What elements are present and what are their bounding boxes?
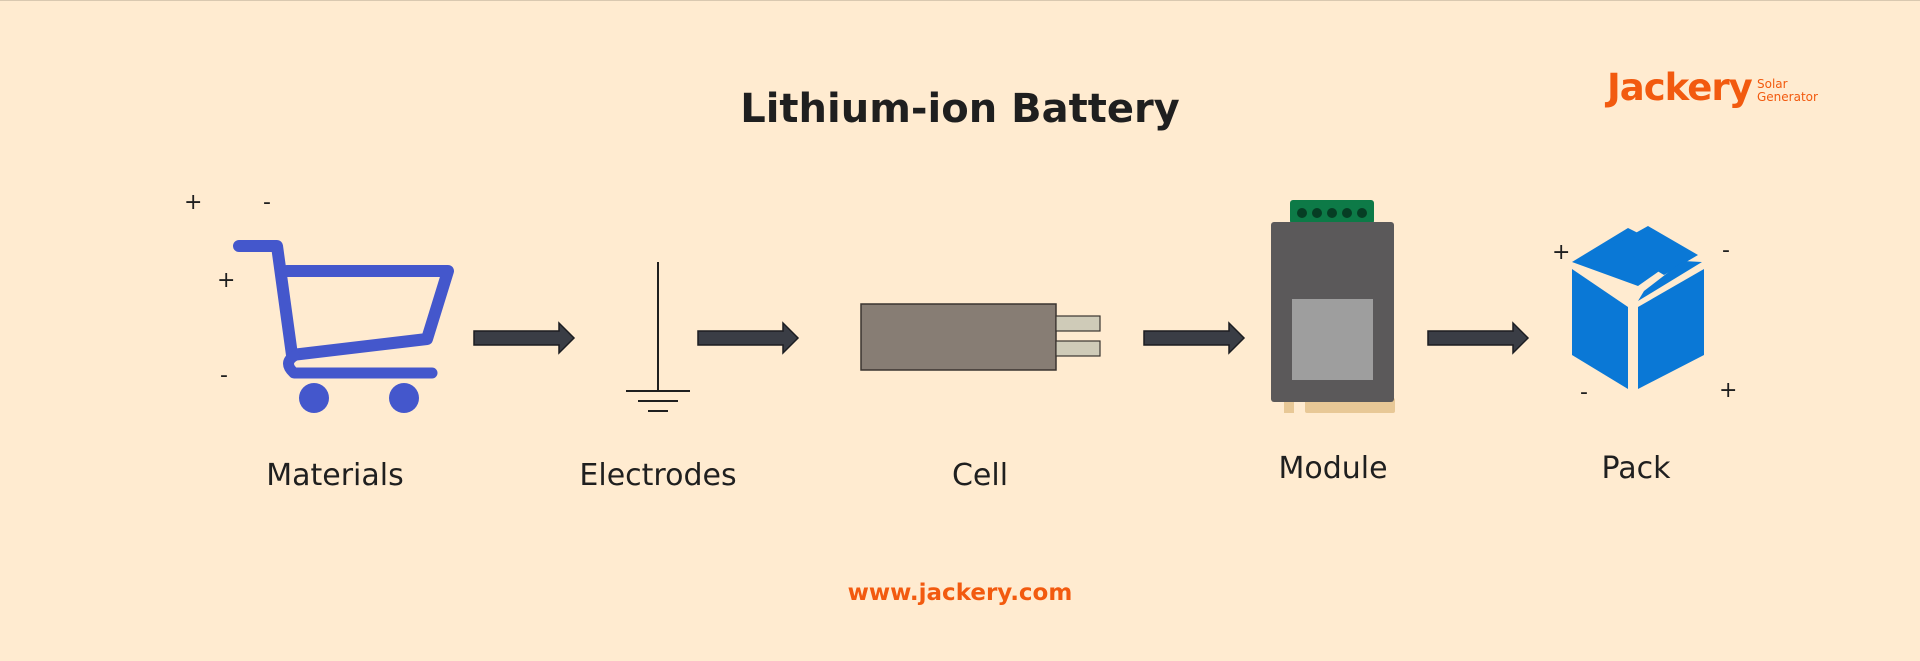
battery-cell-icon — [860, 303, 1101, 371]
step-label-materials: Materials — [266, 458, 404, 493]
website-link[interactable]: www.jackery.com — [847, 580, 1073, 606]
flow-arrow-1 — [473, 322, 575, 354]
plus-sign: + — [1719, 378, 1738, 403]
package-box-icon — [1572, 226, 1704, 389]
plus-sign: + — [184, 190, 203, 215]
plus-sign: + — [217, 268, 236, 293]
minus-sign: - — [1722, 238, 1730, 263]
step-label-cell: Cell — [951, 458, 1009, 493]
flow-arrow-2 — [697, 322, 799, 354]
step-label-electrodes: Electrodes — [579, 458, 737, 493]
logo-subtitle-line1: Solar — [1757, 77, 1788, 91]
flow-arrow-4 — [1427, 322, 1529, 354]
step-label-module: Module — [1278, 451, 1388, 486]
logo-subtitle: Solar Generator — [1757, 78, 1818, 104]
logo-brand: Jackery — [1607, 66, 1753, 109]
shopping-cart-icon — [233, 240, 454, 413]
minus-sign: - — [263, 190, 271, 215]
top-border — [0, 0, 1920, 1]
logo-subtitle-line2: Generator — [1757, 90, 1818, 104]
flow-arrow-3 — [1143, 322, 1245, 354]
minus-sign: - — [220, 363, 228, 388]
minus-sign: - — [1580, 380, 1588, 405]
battery-module-icon — [1271, 200, 1395, 413]
diagram-title: Lithium-ion Battery — [740, 86, 1180, 132]
step-label-pack: Pack — [1601, 451, 1671, 486]
plus-sign: + — [1552, 240, 1571, 265]
ground-symbol-icon — [626, 262, 690, 412]
